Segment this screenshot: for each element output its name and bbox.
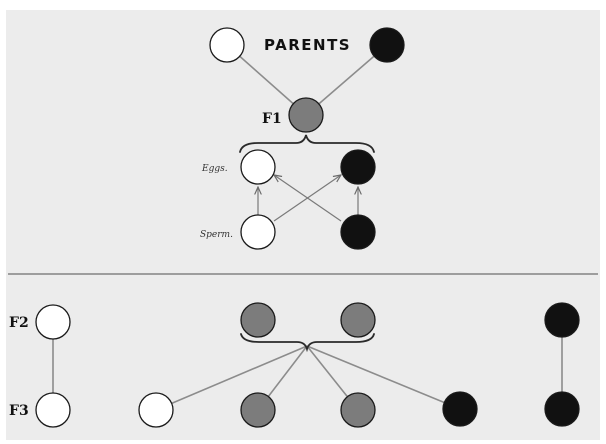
- f3-black-1: [442, 391, 478, 427]
- parent-black: [369, 27, 405, 63]
- f3-label: F3: [9, 403, 29, 419]
- f2-label: F2: [9, 315, 29, 331]
- f3-hybrid-2: [340, 392, 376, 428]
- link-f2-brace-to-f3-white: [155, 345, 308, 411]
- sperm-label: Sperm.: [200, 230, 233, 240]
- f1-brace: [239, 134, 375, 153]
- paper-background: [6, 10, 600, 440]
- f2-hybrid-2: [340, 302, 376, 338]
- parent-white: [209, 27, 245, 63]
- f3-hybrid-1: [240, 392, 276, 428]
- eggs-label: Eggs.: [201, 164, 228, 174]
- f1-hybrid: [288, 97, 324, 133]
- f3-black-2: [544, 391, 580, 427]
- f2-white: [35, 304, 71, 340]
- f1-label: F1: [262, 111, 282, 127]
- arrow-sperm-black-to-egg-white: [274, 175, 342, 222]
- f2-brace: [240, 333, 375, 353]
- organism-circles: [35, 27, 580, 428]
- f2-hybrid-1: [240, 302, 276, 338]
- f2-black: [544, 302, 580, 338]
- f3-white-1: [35, 392, 71, 428]
- link-parent-black-to-f1: [305, 44, 388, 116]
- sperm-white: [240, 214, 276, 250]
- egg-black: [340, 149, 376, 185]
- egg-white: [240, 149, 276, 185]
- parents-heading: PARENTS: [264, 36, 351, 54]
- fertilization-arrows: [258, 175, 358, 222]
- f3-white-2: [138, 392, 174, 428]
- sperm-black: [340, 214, 376, 250]
- link-f2-brace-to-f3-black: [306, 345, 461, 410]
